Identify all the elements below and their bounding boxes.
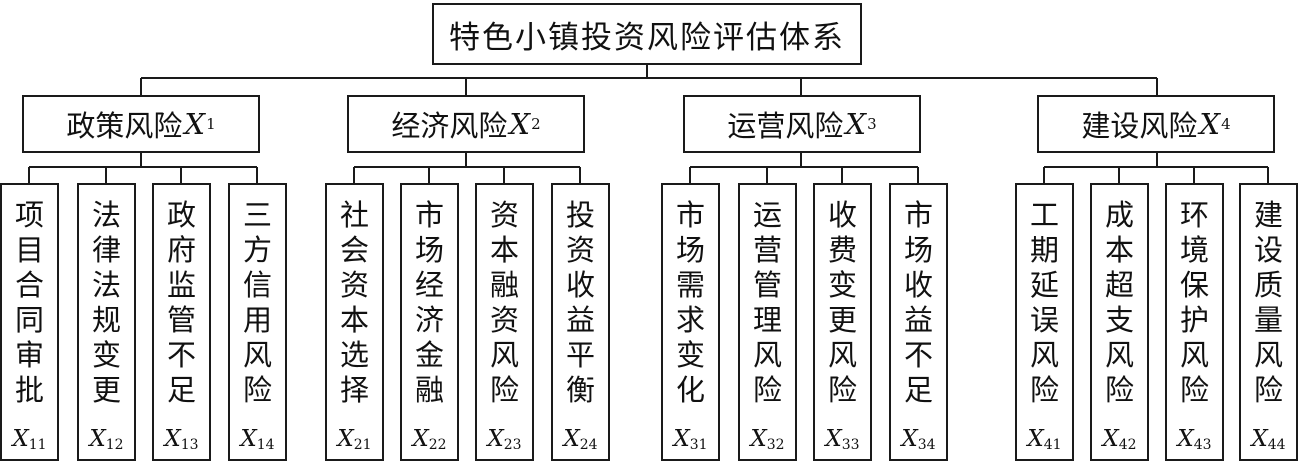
leaf-node: 成本超支风险 X42 xyxy=(1090,183,1149,461)
category-symbol: X xyxy=(509,107,531,141)
leaf-code-subscript: 31 xyxy=(689,437,708,453)
leaf-node: 市场经济金融 X22 xyxy=(400,183,459,461)
leaf-code: X34 xyxy=(891,426,946,453)
leaf-text: 成本超支风险 xyxy=(1104,198,1134,407)
leaf-code-symbol: X xyxy=(412,426,429,452)
leaf-code: X22 xyxy=(402,426,457,453)
leaf-code-subscript: 11 xyxy=(28,437,47,453)
leaf-code-symbol: X xyxy=(563,426,580,452)
leaf-node: 工期延误风险 X41 xyxy=(1015,183,1074,461)
leaf-code-subscript: 23 xyxy=(503,437,522,453)
category-label: 经济风险 xyxy=(391,109,508,143)
leaf-code: X32 xyxy=(740,426,795,453)
leaf-code-subscript: 32 xyxy=(766,437,785,453)
category-subscript: 2 xyxy=(531,115,541,133)
leaf-code: X31 xyxy=(663,426,718,453)
leaf-code: X14 xyxy=(230,426,285,453)
leaf-text: 投资收益平衡 xyxy=(565,198,595,407)
leaf-code: X44 xyxy=(1241,426,1296,453)
leaf-code: X11 xyxy=(2,426,57,453)
leaf-code-subscript: 21 xyxy=(353,437,372,453)
category-symbol: X xyxy=(845,107,867,141)
leaf-code-symbol: X xyxy=(1251,426,1268,452)
leaf-code-subscript: 33 xyxy=(841,437,860,453)
leaf-node: 环境保护风险 X43 xyxy=(1165,183,1224,461)
leaf-node: 市场需求变化 X31 xyxy=(661,183,720,461)
leaf-code: X23 xyxy=(477,426,532,453)
leaf-code-symbol: X xyxy=(89,426,106,452)
leaf-text: 工期延误风险 xyxy=(1029,198,1059,407)
leaf-code: X12 xyxy=(79,426,134,453)
leaf-text: 法律法规变更 xyxy=(91,198,121,407)
leaf-code-subscript: 34 xyxy=(917,437,936,453)
leaf-text: 收费变更风险 xyxy=(827,198,857,407)
leaf-node: 建设质量风险 X44 xyxy=(1239,183,1298,461)
leaf-node: 项目合同审批 X11 xyxy=(0,183,59,461)
leaf-text: 资本融资风险 xyxy=(489,198,519,407)
leaf-text: 市场经济金融 xyxy=(414,198,444,407)
category-subscript: 1 xyxy=(206,115,216,133)
leaf-code-subscript: 22 xyxy=(428,437,447,453)
leaf-code: X43 xyxy=(1167,426,1222,453)
leaf-node: 法律法规变更 X12 xyxy=(77,183,136,461)
category-symbol: X xyxy=(184,107,206,141)
root-title: 特色小镇投资风险评估体系 xyxy=(449,19,845,56)
leaf-code-symbol: X xyxy=(240,426,257,452)
leaf-code-symbol: X xyxy=(825,426,842,452)
leaf-text: 建设质量风险 xyxy=(1253,198,1283,407)
leaf-code-subscript: 44 xyxy=(1267,437,1286,453)
leaf-code-subscript: 12 xyxy=(105,437,124,453)
category-symbol: X xyxy=(1199,107,1221,141)
leaf-node: 政府监管不足 X13 xyxy=(152,183,211,461)
leaf-code-subscript: 24 xyxy=(579,437,598,453)
leaf-code-symbol: X xyxy=(1177,426,1194,452)
leaf-text: 社会资本选择 xyxy=(339,198,369,407)
leaf-text: 项目合同审批 xyxy=(14,198,44,407)
category-label: 运营风险 xyxy=(727,109,844,143)
category-subscript: 4 xyxy=(1221,115,1231,133)
leaf-node: 投资收益平衡 X24 xyxy=(551,183,610,461)
leaf-code: X13 xyxy=(154,426,209,453)
leaf-code: X42 xyxy=(1092,426,1147,453)
leaf-text: 市场收益不足 xyxy=(903,198,933,407)
leaf-code: X33 xyxy=(815,426,870,453)
leaf-text: 环境保护风险 xyxy=(1179,198,1209,407)
leaf-code-symbol: X xyxy=(750,426,767,452)
leaf-code-symbol: X xyxy=(673,426,690,452)
leaf-code-symbol: X xyxy=(164,426,181,452)
leaf-code-symbol: X xyxy=(901,426,918,452)
leaf-code-subscript: 43 xyxy=(1193,437,1212,453)
leaf-code-symbol: X xyxy=(1102,426,1119,452)
category-label: 建设风险 xyxy=(1081,109,1198,143)
leaf-code-subscript: 13 xyxy=(180,437,199,453)
leaf-code: X41 xyxy=(1017,426,1072,453)
leaf-node: 三方信用风险 X14 xyxy=(228,183,287,461)
leaf-text: 三方信用风险 xyxy=(242,198,272,407)
leaf-code-symbol: X xyxy=(1027,426,1044,452)
leaf-code: X24 xyxy=(553,426,608,453)
root-node: 特色小镇投资风险评估体系 xyxy=(432,3,862,65)
leaf-node: 运营管理风险 X32 xyxy=(738,183,797,461)
leaf-code-subscript: 41 xyxy=(1043,437,1062,453)
leaf-code-subscript: 14 xyxy=(256,437,275,453)
leaf-node: 社会资本选择 X21 xyxy=(325,183,384,461)
category-subscript: 3 xyxy=(867,115,877,133)
leaf-node: 市场收益不足 X34 xyxy=(889,183,948,461)
category-label: 政策风险 xyxy=(66,109,183,143)
leaf-text: 市场需求变化 xyxy=(675,198,705,407)
leaf-node: 收费变更风险 X33 xyxy=(813,183,872,461)
leaf-code-symbol: X xyxy=(487,426,504,452)
leaf-text: 政府监管不足 xyxy=(166,198,196,407)
leaf-code-subscript: 42 xyxy=(1118,437,1137,453)
leaf-code-symbol: X xyxy=(337,426,354,452)
leaf-node: 资本融资风险 X23 xyxy=(475,183,534,461)
leaf-code-symbol: X xyxy=(12,426,29,452)
leaf-code: X21 xyxy=(327,426,382,453)
leaf-text: 运营管理风险 xyxy=(752,198,782,407)
